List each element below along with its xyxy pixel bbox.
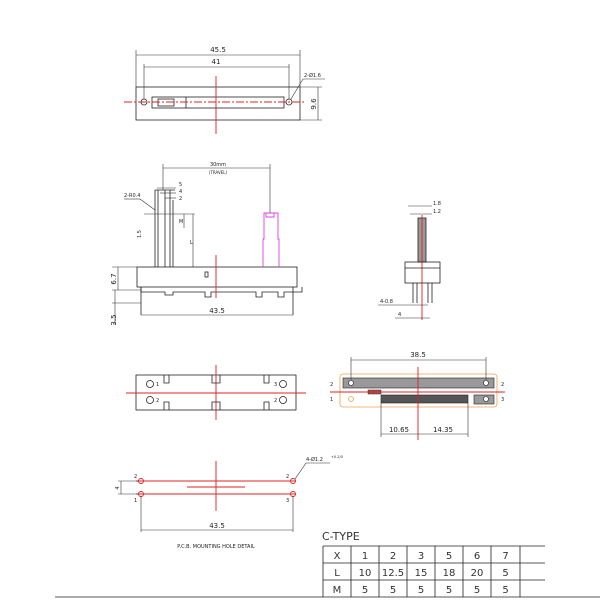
- table-cell: 10: [359, 568, 372, 579]
- table-cell: 2: [390, 551, 396, 562]
- dim-pin-spacing: 4: [398, 312, 401, 318]
- end-view: 1.8 1.2 4-0.8 4: [378, 201, 441, 320]
- travel-note: (TRAVEL): [209, 170, 228, 175]
- table-cell: M: [333, 585, 342, 596]
- dim-body-height: 6.7: [110, 273, 118, 284]
- pcb-caption: P.C.B. MOUNTING HOLE DETAIL: [177, 544, 255, 550]
- dim-right: 14.35: [433, 426, 453, 434]
- pin-note: 4-0.8: [380, 299, 393, 305]
- table-cell: 5: [390, 585, 396, 596]
- dim-width: 9.6: [310, 98, 318, 110]
- pcb-hole-detail: 2 1 2 3 4-Ø1.2 +0.2/0 4 43.5 P.C.B. MOUN…: [115, 455, 343, 550]
- dim-b: 4: [179, 189, 182, 195]
- table-cell: 5: [446, 585, 452, 596]
- dim-pin-span: 43.5: [209, 307, 225, 315]
- dim-left: 10.65: [389, 426, 409, 434]
- table-cell: 18: [443, 568, 456, 579]
- dim-l: L: [190, 240, 193, 246]
- pin-label: 3: [286, 498, 289, 504]
- top-view: 45.5 41 2-Ø1.6 9.6: [124, 46, 325, 134]
- pin-label: 2: [156, 398, 159, 404]
- internal-layout-view: 38.5 10.65 14.35 2 1 2 3: [330, 351, 505, 440]
- side-view: 30mm (TRAVEL) 5 4 2 2-R0.4 M L 1.5 6.7 3…: [110, 162, 303, 326]
- dim-knob-inner: 1.2: [433, 209, 441, 215]
- top-slot: [151, 96, 285, 109]
- table-cell: 5: [502, 568, 508, 579]
- table-cell: 12.5: [382, 568, 404, 579]
- table-cell: 1: [362, 551, 368, 562]
- dim-pin-length: 3.5: [110, 314, 118, 325]
- table-cell: 20: [471, 568, 484, 579]
- pcb-span: 43.5: [209, 522, 225, 530]
- table-cell: 15: [415, 568, 428, 579]
- pcb-row-spacing: 4: [115, 486, 121, 489]
- pin-label: 2: [134, 474, 137, 480]
- bottom-view: 1 2 3 2: [126, 365, 306, 420]
- dim-h1: 1.5: [137, 230, 143, 238]
- pin-label: 3: [274, 382, 277, 388]
- pin-label: 2: [501, 382, 504, 388]
- pin-label: 1: [134, 498, 137, 504]
- table-cell: L: [334, 568, 340, 579]
- pcb-hole-note: 4-Ø1.2: [306, 456, 323, 463]
- pin-label: 1: [330, 397, 333, 403]
- top-body-outline: [135, 86, 301, 121]
- table-cell: 5: [362, 585, 368, 596]
- pin-label: 2: [274, 398, 277, 404]
- radius-note: 2-R0.4: [124, 193, 140, 199]
- dim-knob-width: 1.8: [433, 201, 441, 207]
- table-cell: 7: [502, 551, 508, 562]
- top-slider: [157, 98, 175, 107]
- hole-note: 2-Ø1.6: [304, 72, 321, 79]
- pin-label: 2: [286, 474, 289, 480]
- dim-hole-spacing: 41: [212, 58, 221, 66]
- dim-c: 2: [179, 196, 182, 202]
- table-cell: 3: [418, 551, 424, 562]
- dim-pitch: 38.5: [410, 351, 426, 359]
- table-cell: 5: [502, 585, 508, 596]
- table-cell: X: [334, 551, 341, 562]
- slider-knob: [262, 212, 280, 267]
- table-cell: 5: [446, 551, 452, 562]
- dim-m: M: [179, 219, 183, 225]
- dim-overall-length: 45.5: [210, 46, 226, 54]
- dim-a: 5: [179, 182, 182, 188]
- pcb-tolerance: +0.2/0: [331, 455, 343, 459]
- pin-label: 2: [330, 382, 333, 388]
- table-cell: 5: [418, 585, 424, 596]
- dim-travel: 30mm: [210, 162, 226, 168]
- pin-label: 1: [156, 382, 159, 388]
- table-cell: 6: [474, 551, 480, 562]
- table-title: C-TYPE: [322, 530, 360, 543]
- table-cell: 5: [474, 585, 480, 596]
- pin-label: 3: [501, 397, 504, 403]
